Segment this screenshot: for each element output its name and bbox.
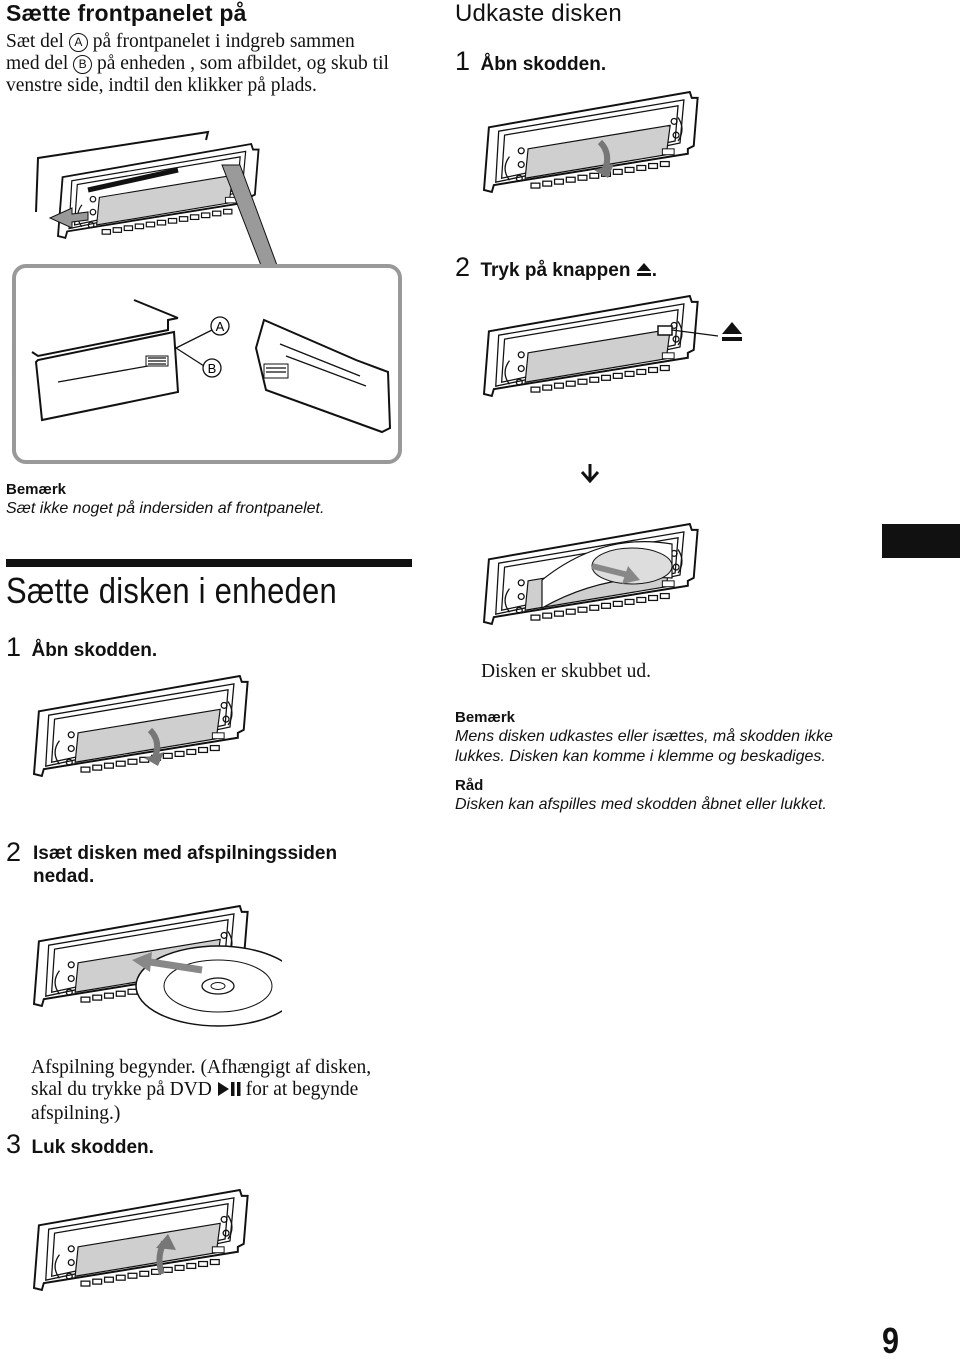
playback-part: skal du trykke på DVD [31,1079,217,1100]
diagram-label-b: B [208,361,217,376]
playback-line: afspilning.) [31,1103,121,1124]
attach-text-part: på frontpanelet i indgreb sammen [87,31,355,52]
marker-b: B [73,55,93,74]
attach-text-part: på enheden , som afbildet, og skub til [92,53,389,74]
playback-line: Afspilning begynder. (Afhængigt af diske… [31,1057,372,1078]
eject-button-illustration [483,295,742,397]
front-panel-attach-illustration: A B [12,130,402,464]
note2-line: lukkes. Disken kan komme i klemme og bes… [455,748,826,765]
attach-text-part: med del [6,53,74,74]
step-number: 2 [455,252,471,282]
eject-step2: 2 Tryk på knappen . [455,252,657,283]
step-text-line: nedad. [33,866,95,887]
note1-text: Sæt ikke noget på indersiden af frontpan… [6,500,325,517]
close-shutter-illustration [33,1189,249,1291]
step-suffix: . [651,260,657,281]
insert-step3: 3 Luk skodden. [6,1129,154,1160]
step-text: Luk skodden. [31,1137,154,1158]
attach-text-part: venstre side, indtil den klikker på plad… [6,75,317,96]
eject-disc-title: Udkaste disken [455,0,622,27]
attach-text-part: Sæt del [6,31,69,52]
eject-step1: 1 Åbn skodden. [455,46,606,77]
step-text-line: Isæt disken med afspilningssiden [33,843,338,864]
attach-front-panel-title: Sætte frontpanelet på [6,0,247,26]
insert-disc-title: Sætte disken i enheden [6,570,337,611]
tip-text: Disken kan afspilles med skodden åbnet e… [455,796,827,813]
step-text: Åbn skodden. [31,640,158,661]
note2-text: Mens disken udkastes eller isættes, må s… [455,727,875,767]
section-tab-marker [882,524,960,558]
open-shutter-illustration-right [483,91,699,193]
page-number: 9 [882,1320,900,1361]
step-number: 1 [455,46,471,76]
note2-line: Mens disken udkastes eller isættes, må s… [455,728,833,745]
step-number: 2 [6,837,22,867]
down-arrow-icon [580,464,600,484]
insert-step2: 2 Isæt disken med afspilningssiden nedad… [6,837,337,887]
playback-part: for at begynde [240,1079,359,1100]
insert-disc-illustration [33,905,282,1027]
disc-ejected-illustration [483,523,699,625]
marker-a: A [68,33,88,52]
open-shutter-illustration-left [33,675,249,777]
attach-instructions: Sæt del A på frontpanelet i indgreb samm… [6,31,436,97]
disc-ejected-text: Disken er skubbet ud. [481,661,652,682]
step-text: Åbn skodden. [480,54,607,75]
eject-icon [636,261,652,282]
play-pause-icon [217,1081,241,1103]
insert-step1: 1 Åbn skodden. [6,632,157,663]
note2-heading: Bemærk [455,709,516,726]
diagram-label-a: A [216,319,225,334]
tip-heading: Råd [455,777,484,794]
step-text: Tryk på knappen [480,260,636,281]
step-number: 3 [6,1129,22,1159]
step-number: 1 [6,632,22,662]
playback-text: Afspilning begynder. (Afhængigt af diske… [31,1057,411,1125]
note1-heading: Bemærk [6,481,67,498]
eject-icon-callout [722,322,742,341]
section-rule [6,559,412,567]
